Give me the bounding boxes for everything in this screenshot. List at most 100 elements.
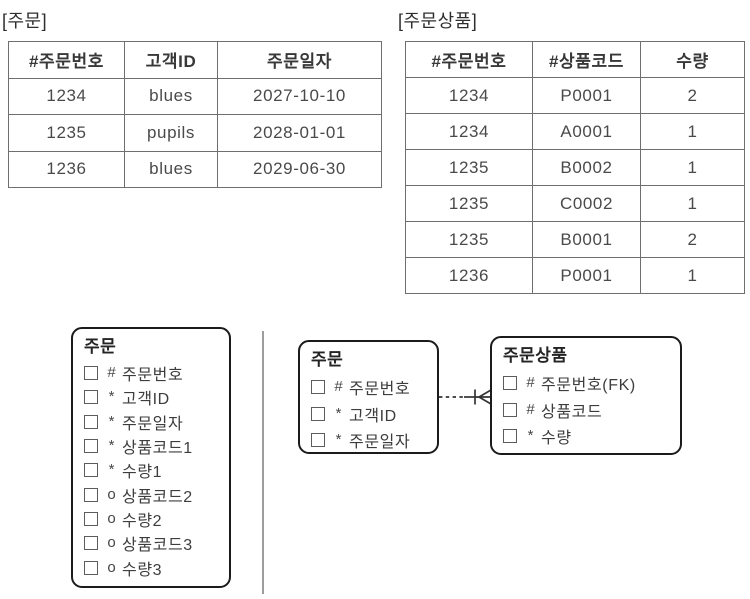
table-cell: 2 bbox=[640, 221, 745, 258]
table-row: 1235 B0002 1 bbox=[405, 149, 745, 186]
attribute-label: 상품코드3 bbox=[122, 537, 193, 555]
order-table-caption: [주문] bbox=[2, 11, 48, 31]
table-row: 1235 pupils 2028-01-01 bbox=[8, 114, 382, 152]
table-row: 1235 B0001 2 bbox=[405, 221, 745, 258]
order-table-body: 1234 blues 2027-10-10 1235 pupils 2028-0… bbox=[8, 77, 382, 188]
table-cell: B0002 bbox=[532, 149, 641, 186]
relationship-connector bbox=[439, 389, 492, 405]
checkbox-icon bbox=[84, 560, 98, 575]
attribute-symbol: * bbox=[335, 431, 342, 449]
attribute-label: 수량3 bbox=[122, 561, 163, 579]
attribute-label: 주문번호(FK) bbox=[541, 377, 636, 395]
attribute-symbol: # bbox=[107, 364, 116, 382]
entity-box-order-unnormalized: 주문 # 주문번호 * 고객ID * 주문일자 * 상품코드1 * 수량1 bbox=[71, 327, 231, 588]
order-item-table-body: 1234 P0001 2 1234 A0001 1 1235 B0002 1 1… bbox=[405, 77, 745, 294]
table-cell: blues bbox=[124, 77, 218, 115]
checkbox-icon bbox=[311, 380, 325, 395]
attribute-row: * 상품코드1 bbox=[84, 434, 223, 458]
checkbox-icon bbox=[84, 390, 98, 405]
table-cell: B0001 bbox=[532, 221, 641, 258]
table-cell: A0001 bbox=[532, 113, 641, 150]
attribute-row: # 주문번호(FK) bbox=[503, 370, 674, 397]
attribute-symbol: * bbox=[108, 437, 115, 455]
table-cell: 1 bbox=[640, 185, 745, 222]
column-header: #주문번호 bbox=[8, 41, 125, 79]
attribute-label: 수량1 bbox=[122, 464, 163, 482]
attribute-row: o 상품코드3 bbox=[84, 531, 223, 555]
order-item-table: #주문번호 #상품코드 수량 1234 P0001 2 1234 A0001 1… bbox=[405, 41, 745, 294]
attribute-label: 주문번호 bbox=[349, 381, 411, 399]
column-header: #상품코드 bbox=[532, 41, 641, 78]
table-cell: 1 bbox=[640, 257, 745, 294]
checkbox-icon bbox=[84, 487, 98, 502]
attribute-label: 수량2 bbox=[122, 512, 163, 530]
checkbox-icon bbox=[503, 429, 517, 444]
table-row: 1236 P0001 1 bbox=[405, 257, 745, 294]
checkbox-icon bbox=[84, 439, 98, 454]
attribute-symbol: o bbox=[107, 534, 116, 552]
table-cell: pupils bbox=[124, 114, 218, 152]
attribute-symbol: * bbox=[335, 404, 342, 422]
column-header: 고객ID bbox=[124, 41, 218, 79]
table-cell: P0001 bbox=[532, 77, 641, 114]
attribute-row: * 수량 bbox=[503, 423, 674, 450]
table-cell: 1234 bbox=[8, 77, 125, 115]
attribute-label: 상품코드 bbox=[541, 403, 603, 421]
table-cell: 1236 bbox=[405, 257, 533, 294]
attribute-symbol: * bbox=[527, 427, 534, 445]
attribute-row: o 상품코드2 bbox=[84, 482, 223, 506]
table-header-row: #주문번호 #상품코드 수량 bbox=[405, 41, 745, 78]
table-cell: 1 bbox=[640, 113, 745, 150]
column-header: #주문번호 bbox=[405, 41, 533, 78]
checkbox-icon bbox=[84, 414, 98, 429]
table-cell: 2029-06-30 bbox=[217, 150, 382, 188]
checkbox-icon bbox=[84, 536, 98, 551]
order-item-table-head: #주문번호 #상품코드 수량 bbox=[405, 41, 745, 78]
attribute-symbol: * bbox=[108, 412, 115, 430]
table-cell: 1235 bbox=[405, 149, 533, 186]
attribute-list: # 주문번호 * 고객ID * 주문일자 * 상품코드1 * 수량1 o 상품코… bbox=[84, 361, 223, 580]
crow-foot-many-icon bbox=[475, 389, 492, 405]
table-cell: 1234 bbox=[405, 77, 533, 114]
attribute-label: 주문일자 bbox=[349, 434, 411, 452]
attribute-symbol: * bbox=[108, 388, 115, 406]
table-cell: 2028-01-01 bbox=[217, 114, 382, 152]
attribute-row: * 고객ID bbox=[311, 401, 431, 428]
section-divider bbox=[262, 331, 264, 594]
checkbox-icon bbox=[503, 402, 517, 417]
entity-title: 주문상품 bbox=[503, 346, 568, 365]
checkbox-icon bbox=[311, 406, 325, 421]
entity-box-order: 주문 # 주문번호 * 고객ID * 주문일자 bbox=[298, 340, 439, 454]
attribute-label: 주문일자 bbox=[122, 415, 184, 433]
table-cell: 1235 bbox=[405, 221, 533, 258]
table-cell: 1235 bbox=[8, 114, 125, 152]
checkbox-icon bbox=[84, 366, 98, 381]
checkbox-icon bbox=[311, 433, 325, 448]
order-table: #주문번호 고객ID 주문일자 1234 blues 2027-10-10 12… bbox=[8, 41, 382, 188]
attribute-symbol: # bbox=[334, 378, 343, 396]
attribute-label: 고객ID bbox=[122, 391, 170, 409]
checkbox-icon bbox=[84, 511, 98, 526]
attribute-symbol: # bbox=[526, 374, 535, 392]
checkbox-icon bbox=[84, 463, 98, 478]
table-cell: P0001 bbox=[532, 257, 641, 294]
table-row: 1235 C0002 1 bbox=[405, 185, 745, 222]
table-cell: 1 bbox=[640, 149, 745, 186]
attribute-row: # 상품코드 bbox=[503, 397, 674, 424]
table-header-row: #주문번호 고객ID 주문일자 bbox=[8, 41, 382, 79]
attribute-list: # 주문번호 * 고객ID * 주문일자 bbox=[311, 374, 431, 454]
table-cell: 2027-10-10 bbox=[217, 77, 382, 115]
attribute-label: 상품코드1 bbox=[122, 440, 193, 458]
entity-box-order-item: 주문상품 # 주문번호(FK) # 상품코드 * 수량 bbox=[490, 336, 682, 455]
attribute-symbol: # bbox=[526, 400, 535, 418]
table-row: 1234 blues 2027-10-10 bbox=[8, 77, 382, 115]
attribute-label: 상품코드2 bbox=[122, 488, 193, 506]
attribute-row: * 주문일자 bbox=[311, 427, 431, 454]
attribute-row: o 수량3 bbox=[84, 555, 223, 579]
attribute-label: 수량 bbox=[541, 430, 572, 448]
column-header: 주문일자 bbox=[217, 41, 382, 79]
order-item-table-caption: [주문상품] bbox=[398, 11, 478, 31]
table-row: 1236 blues 2029-06-30 bbox=[8, 150, 382, 188]
attribute-symbol: * bbox=[108, 461, 115, 479]
table-cell: 1234 bbox=[405, 113, 533, 150]
